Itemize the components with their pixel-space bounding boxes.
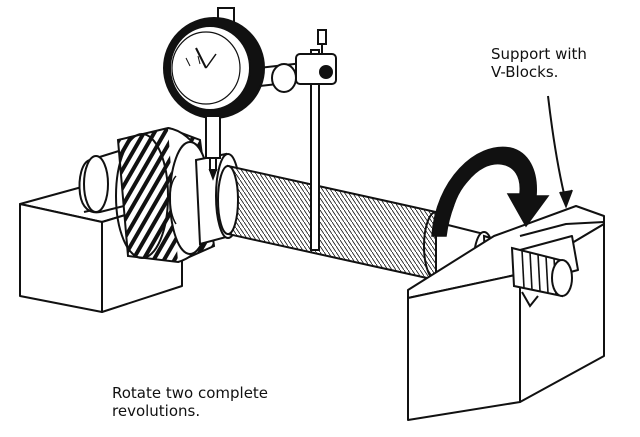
support-callout-line-1: Support with <box>491 45 587 63</box>
magnetic-stand-icon <box>238 29 337 251</box>
threaded-shaft-end-icon <box>510 246 573 298</box>
splined-shaft-icon <box>217 164 449 282</box>
dial-indicator-icon <box>163 7 265 181</box>
support-callout-line-2: V-Blocks. <box>491 63 559 81</box>
rotate-callout-line-2: revolutions. <box>112 402 201 420</box>
support-leader-line <box>547 95 573 209</box>
curved-rotation-arrow-icon <box>431 146 550 237</box>
rotate-callout-line-1: Rotate two complete <box>112 384 269 402</box>
v-block-notch <box>521 291 539 308</box>
rotate-callout: Rotate two complete revolutions. <box>112 384 268 420</box>
support-callout: Support with V-Blocks. <box>491 45 587 81</box>
left-journal <box>78 148 126 214</box>
